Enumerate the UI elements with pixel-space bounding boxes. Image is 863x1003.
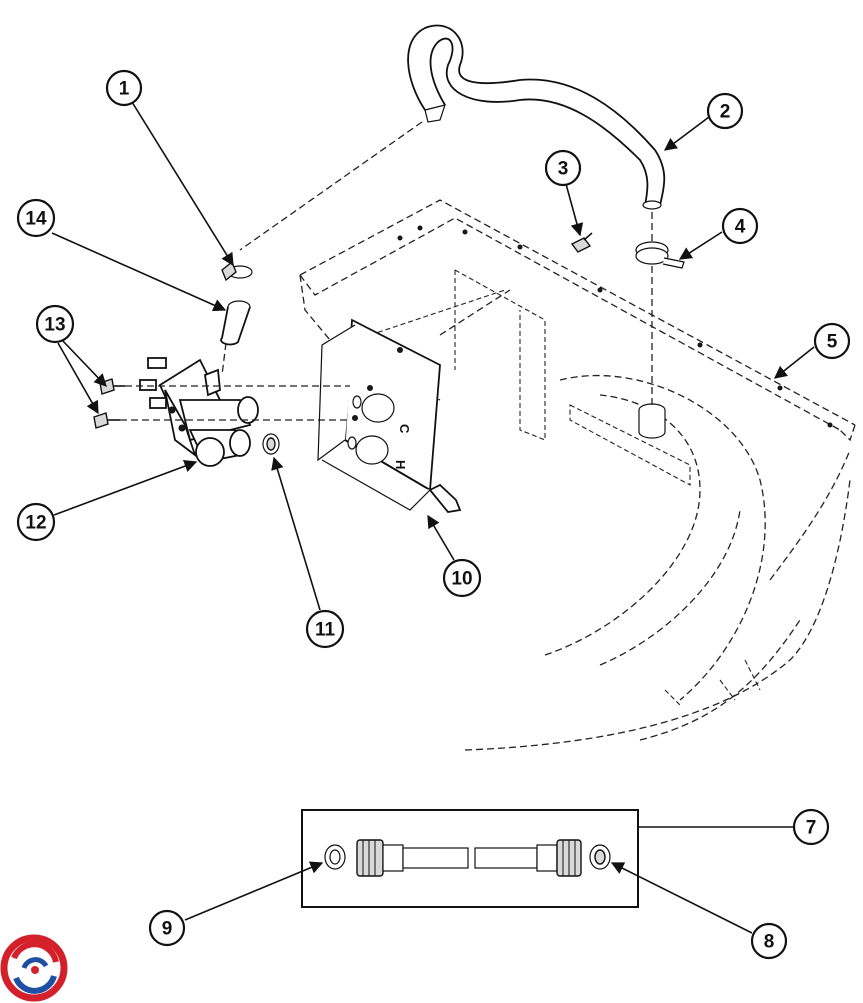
valve-washer (262, 433, 280, 455)
callout-10: 10 (442, 558, 482, 598)
hot-letter: H (393, 460, 408, 469)
alignment-lines (120, 121, 653, 421)
cold-letter: C (397, 424, 412, 434)
callout-12: 12 (16, 502, 56, 542)
callout-3: 3 (544, 149, 582, 187)
hose-adapter (220, 300, 251, 346)
svg-text:5: 5 (827, 332, 838, 353)
callout-9: 9 (148, 909, 186, 947)
hose-washer-left (324, 844, 346, 870)
svg-text:8: 8 (764, 932, 775, 953)
callout-14: 14 (16, 198, 56, 238)
svg-text:9: 9 (162, 919, 173, 940)
fill-hose (407, 24, 666, 210)
small-hose-clamp (221, 260, 253, 282)
inlet-hose-kit-inset (301, 809, 639, 908)
svg-text:12: 12 (25, 513, 46, 534)
callout-8: 8 (750, 922, 788, 960)
hose-coupling-left (356, 839, 469, 877)
hose-washer-right (589, 844, 611, 870)
valve-mounting-bracket: C H (317, 318, 462, 513)
svg-text:7: 7 (806, 818, 817, 839)
svg-text:2: 2 (720, 102, 731, 123)
svg-text:13: 13 (44, 315, 65, 336)
svg-text:1: 1 (119, 79, 130, 100)
valve-screws (93, 378, 125, 429)
tub-cabinet-outline (299, 199, 856, 751)
callout-5: 5 (813, 322, 851, 360)
water-inlet-valve (139, 357, 259, 467)
callout-1: 1 (105, 69, 143, 107)
callout-11: 11 (305, 609, 345, 649)
callout-2: 2 (706, 92, 744, 130)
callout-4: 4 (721, 207, 759, 245)
svg-text:4: 4 (735, 217, 746, 238)
screw (570, 232, 593, 253)
hose-coupling-right (474, 839, 582, 877)
svg-text:14: 14 (25, 209, 47, 230)
brand-logo (0, 934, 68, 1002)
svg-text:3: 3 (558, 159, 569, 180)
svg-text:11: 11 (315, 620, 336, 641)
svg-text:10: 10 (451, 569, 472, 590)
callout-7: 7 (792, 808, 830, 846)
callout-13: 13 (35, 304, 75, 344)
leader-lines (51, 101, 815, 934)
hose-clamp (635, 241, 685, 269)
